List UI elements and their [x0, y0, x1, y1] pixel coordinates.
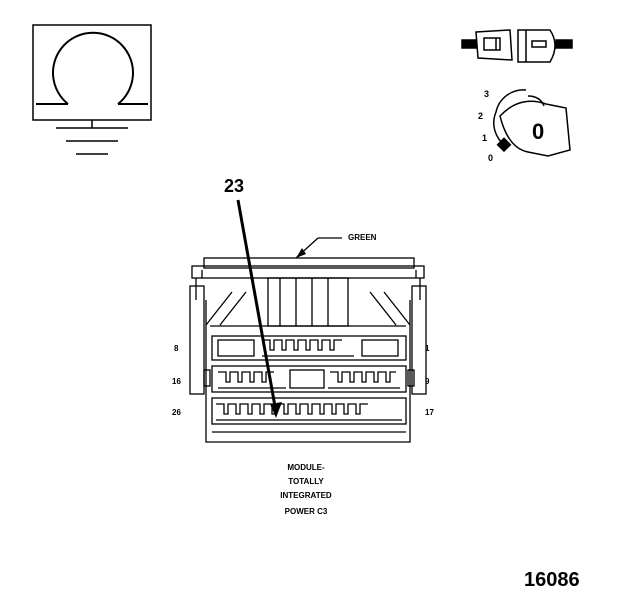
ground-icon	[56, 120, 128, 155]
ignition-key-label: 0	[532, 119, 544, 144]
wire-color-label: GREEN	[348, 233, 377, 242]
pin-label-9: 9	[425, 377, 430, 386]
pin-label-16: 16	[172, 377, 181, 386]
caption-line-4: POWER C3	[285, 507, 328, 516]
connector-icon	[461, 29, 573, 63]
ignition-position-2: 2	[478, 111, 483, 121]
caption-line-3: INTEGRATED	[280, 491, 332, 500]
pin-label-1: 1	[425, 344, 430, 353]
pin-label-26: 26	[172, 408, 181, 417]
pin-label-8: 8	[174, 344, 179, 353]
ignition-position-0: 0	[488, 153, 493, 163]
caption-line-1: MODULE-	[287, 463, 325, 472]
ohmmeter-icon	[32, 24, 152, 121]
ignition-key-icon	[493, 89, 571, 157]
callout-number: 23	[224, 176, 244, 196]
connector-caption: MODULE- TOTALLY INTEGRATED POWER C3	[280, 463, 332, 516]
pin-label-17: 17	[425, 408, 434, 417]
connector-housing	[189, 257, 427, 443]
ignition-position-3: 3	[484, 89, 489, 99]
callout-leader	[236, 199, 342, 418]
figure-number: 16086	[524, 569, 580, 591]
caption-line-2: TOTALLY	[288, 477, 324, 486]
ignition-position-1: 1	[482, 133, 487, 143]
